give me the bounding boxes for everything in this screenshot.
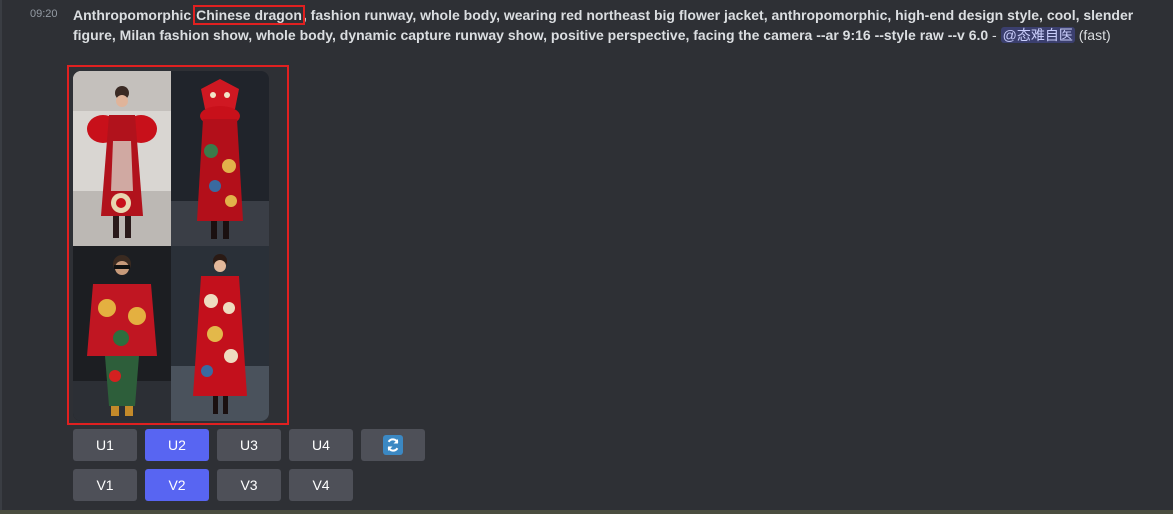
- prompt-text-start: Anthropomorphic: [73, 7, 192, 23]
- message-timestamp: 09:20: [30, 8, 58, 20]
- image-tile-3[interactable]: [73, 246, 171, 421]
- image-tile-1[interactable]: [73, 71, 171, 246]
- upscale-button-row: U1 U2 U3 U4: [73, 429, 425, 461]
- prompt-highlight: Chinese dragon: [193, 5, 305, 25]
- reroll-button[interactable]: [361, 429, 425, 461]
- upscale-button-3[interactable]: U3: [217, 429, 281, 461]
- image-grid[interactable]: [73, 71, 269, 421]
- variation-button-2[interactable]: V2: [145, 469, 209, 501]
- message-accent: [0, 0, 2, 510]
- image-highlight-frame: [67, 65, 289, 425]
- variation-button-4[interactable]: V4: [289, 469, 353, 501]
- prompt-separator: -: [988, 27, 1001, 43]
- refresh-icon: [383, 435, 403, 455]
- image-tile-2[interactable]: [171, 71, 269, 246]
- generation-mode: (fast): [1074, 27, 1111, 43]
- bottom-divider: [0, 510, 1173, 514]
- upscale-button-1[interactable]: U1: [73, 429, 137, 461]
- upscale-button-2[interactable]: U2: [145, 429, 209, 461]
- upscale-button-4[interactable]: U4: [289, 429, 353, 461]
- message-content: Anthropomorphic Chinese dragon, fashion …: [73, 5, 1153, 45]
- image-tile-4[interactable]: [171, 246, 269, 421]
- variation-button-3[interactable]: V3: [217, 469, 281, 501]
- variation-button-row: V1 V2 V3 V4: [73, 469, 353, 501]
- variation-button-1[interactable]: V1: [73, 469, 137, 501]
- prompt-text-rest: , fashion runway, whole body, wearing re…: [73, 7, 1134, 43]
- user-mention[interactable]: @态难自医: [1000, 27, 1075, 43]
